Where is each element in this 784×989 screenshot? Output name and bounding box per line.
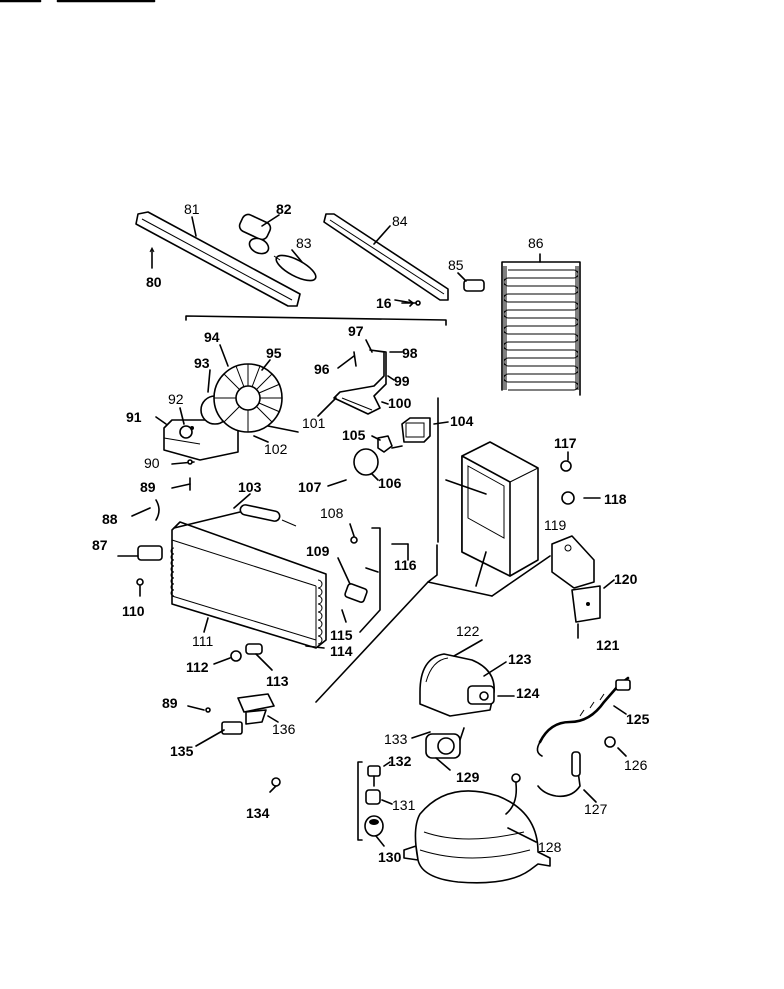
part-104-105-box [371, 417, 449, 453]
label-87: 87 [92, 537, 108, 553]
label-136: 136 [272, 721, 296, 737]
label-104: 104 [450, 413, 474, 429]
part-130-132-grommets [357, 761, 393, 847]
label-119: 119 [544, 517, 567, 533]
label-91: 91 [126, 409, 142, 425]
part-86-evaporator [501, 253, 581, 396]
label-106: 106 [378, 475, 402, 491]
label-111: 111 [192, 633, 213, 649]
part-84-rail [323, 213, 449, 307]
part-81-shelf-rail [135, 211, 301, 307]
label-97: 97 [348, 323, 364, 339]
label-131: 131 [392, 797, 416, 813]
part-112-113-114 [213, 643, 325, 671]
label-95: 95 [266, 345, 282, 361]
label-16: 16 [376, 295, 392, 311]
label-135: 135 [170, 743, 194, 759]
label-82: 82 [276, 201, 292, 217]
label-108: 108 [320, 505, 344, 521]
label-113: 113 [266, 673, 289, 689]
label-85: 85 [448, 257, 464, 273]
label-80: 80 [146, 274, 162, 290]
label-89a: 89 [140, 479, 156, 495]
part-108-109-115-116 [337, 523, 409, 633]
label-93: 93 [194, 355, 210, 371]
label-134: 134 [246, 805, 270, 821]
label-130: 130 [378, 849, 402, 865]
label-86: 86 [528, 235, 544, 251]
callout-labels: 81 80 82 83 84 85 86 16 94 95 93 92 91 1… [92, 201, 650, 865]
label-83: 83 [296, 235, 312, 251]
label-89b: 89 [162, 695, 178, 711]
section-divider-lines [185, 315, 551, 703]
label-132: 132 [388, 753, 412, 769]
part-82-83-lamp [238, 213, 317, 282]
label-122: 122 [456, 623, 480, 639]
part-128-compressor [403, 773, 551, 884]
label-128: 128 [538, 839, 562, 855]
label-121: 121 [596, 637, 620, 653]
label-109: 109 [306, 543, 330, 559]
label-117: 117 [554, 435, 577, 451]
label-99: 99 [394, 373, 410, 389]
label-129: 129 [456, 769, 480, 785]
label-103: 103 [238, 479, 262, 495]
label-92: 92 [168, 391, 184, 407]
part-16-screw [401, 300, 421, 306]
part-129-133-overload [411, 727, 465, 771]
part-106-107-cap [327, 448, 379, 487]
part-103-tube [173, 493, 297, 529]
label-115: 115 [330, 627, 353, 643]
label-90: 90 [144, 455, 160, 471]
label-102: 102 [264, 441, 288, 457]
label-96: 96 [314, 361, 330, 377]
part-111-condenser [170, 521, 327, 649]
label-133: 133 [384, 731, 408, 747]
label-120: 120 [614, 571, 638, 587]
label-114: 114 [330, 643, 353, 659]
label-84: 84 [392, 213, 408, 229]
label-98: 98 [402, 345, 418, 361]
label-123: 123 [508, 651, 532, 667]
label-124: 124 [516, 685, 540, 701]
part-125-127-cord [536, 676, 631, 803]
label-127: 127 [584, 801, 608, 817]
label-118: 118 [604, 491, 627, 507]
part-87-88-110 [117, 499, 163, 597]
label-125: 125 [626, 711, 650, 727]
part-96-101-bracket [317, 339, 403, 417]
label-105: 105 [342, 427, 366, 443]
label-101: 101 [302, 415, 326, 431]
part-117-121-relay [551, 451, 615, 639]
part-91-95-fan-motor [155, 344, 299, 491]
label-81: 81 [184, 201, 200, 217]
label-100: 100 [388, 395, 412, 411]
part-122-124-cover [419, 639, 515, 717]
label-112: 112 [186, 659, 209, 675]
part-89-90-screws [187, 459, 193, 465]
label-94: 94 [204, 329, 220, 345]
freezer-liner-box [445, 441, 539, 587]
label-88: 88 [102, 511, 118, 527]
part-134-136 [187, 693, 281, 793]
label-126: 126 [624, 757, 648, 773]
part-85-plug [457, 272, 485, 292]
label-110: 110 [122, 603, 145, 619]
label-107: 107 [298, 479, 322, 495]
label-116: 116 [394, 557, 417, 573]
